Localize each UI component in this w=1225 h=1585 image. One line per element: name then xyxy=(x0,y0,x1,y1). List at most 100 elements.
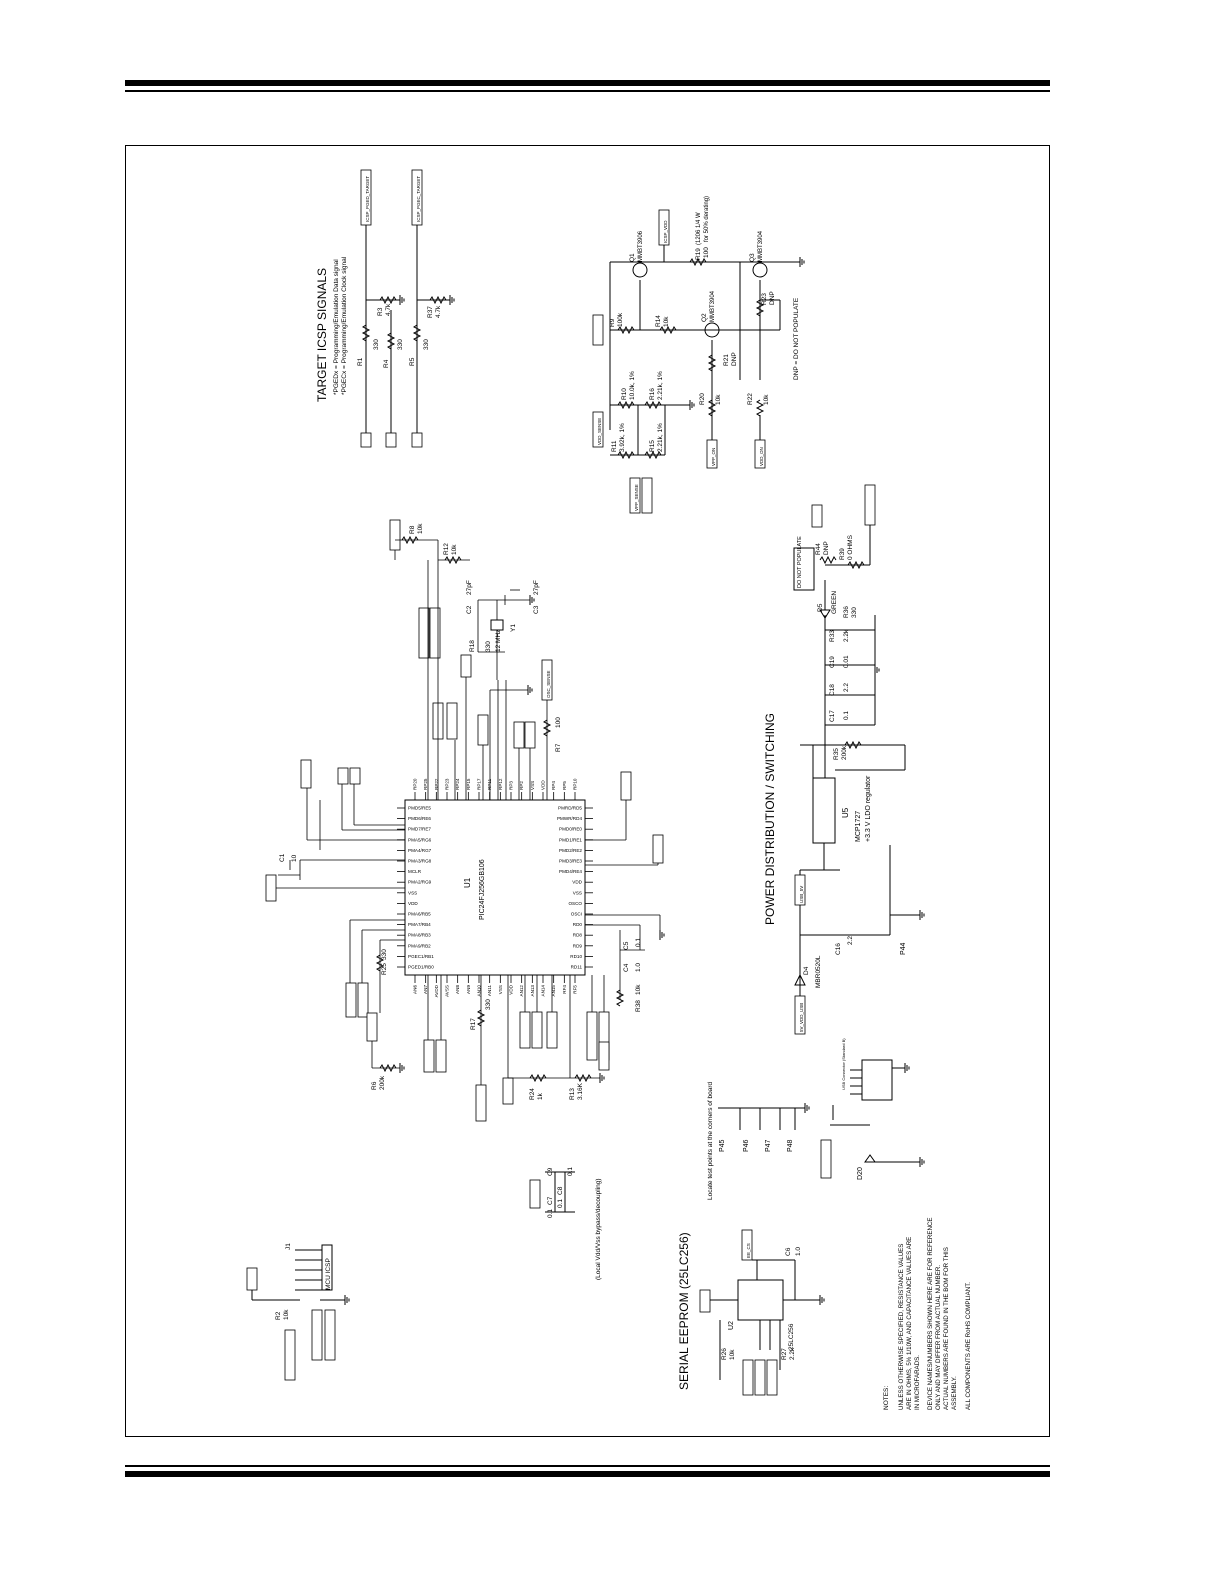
net-label-icsp-vdd: ICSP_VDD xyxy=(663,220,668,243)
u2-ref: U2 xyxy=(728,1321,735,1330)
mcu-pin-left: PGEC1/RB1 xyxy=(408,954,434,959)
r9-ref: R9 xyxy=(609,318,616,327)
icsp-note-clock: *PGECx = Programming/Emulation Clock sig… xyxy=(341,256,348,395)
mcu-pin-top: RP15 xyxy=(466,778,471,790)
net-flag-vpp-on-2 xyxy=(706,439,718,469)
mcu-pin-right: PMD2/RE2 xyxy=(559,848,582,853)
r39-ref: R39 xyxy=(839,548,846,560)
r12-ref: R12 xyxy=(443,543,450,555)
mcu-pin-top: RP2 xyxy=(519,781,524,790)
q2-val: MMBT3904 xyxy=(710,290,716,322)
mcu-pin-right: PMWR/RD4 xyxy=(557,816,582,821)
net-flag-vdd-on xyxy=(754,439,766,469)
power-section: POWER DISTRIBUTION / SWITCHING U5 MCP172… xyxy=(763,484,925,1035)
mcu-pin-bottom: RF5 xyxy=(573,985,578,994)
mcu-pin-right: PMD3/RE3 xyxy=(559,859,582,864)
d4-ref: D4 xyxy=(803,966,810,975)
mcu-pin-left: PMD6/RE6 xyxy=(408,816,431,821)
p44-label: P44 xyxy=(900,942,907,955)
notes-line3: IN MICROFARADS. xyxy=(914,1355,921,1410)
r2-ref: R2 xyxy=(275,1311,282,1320)
mcu-pin-right: RD0 xyxy=(573,922,583,927)
net-flag-usb-vdd-d20 xyxy=(820,1139,832,1179)
switching-section: ICSP_VDD Q1 MMBT3906 Q3 MMBT3904 Q2 MMBT… xyxy=(592,196,805,514)
net-flag-vdd-sense xyxy=(592,411,604,448)
r8-ref: R8 xyxy=(409,525,416,534)
net-flag-vdd-sense-2 xyxy=(641,477,653,514)
mcu-pin-top: RP24 xyxy=(455,778,460,790)
r15-ref: R15 xyxy=(649,440,656,452)
usb-note: USB Connector (Standard B) xyxy=(841,1038,846,1090)
q3-val: MMBT3904 xyxy=(758,230,764,262)
r11-ref: R11 xyxy=(611,440,618,452)
mcu-pin-left: PMA4/RG7 xyxy=(408,848,432,853)
c2-val: 27pF xyxy=(466,580,473,595)
r25-val: 330 xyxy=(381,949,388,960)
y1-val: 12 MHz xyxy=(495,630,502,652)
q1-val: MMBT3906 xyxy=(638,230,644,262)
r8-val: 10k xyxy=(417,523,424,534)
r33-ref: R33 xyxy=(829,630,836,642)
mcu-pin-top: RP23 xyxy=(445,778,450,790)
c19-val: 0.01 xyxy=(843,655,850,668)
r19-val: 100 xyxy=(703,247,710,258)
mcu-pin-top: RP20 xyxy=(413,778,418,790)
mcu-pin-bottom: AN6 xyxy=(413,985,418,994)
mcu-pin-group: PMD5/RE5PMD6/RE6PMD7/RE7PMA5/RG6PMA4/RG7… xyxy=(397,778,593,997)
net-flag-vpp-sense xyxy=(629,477,641,514)
c6-val: 1.0 xyxy=(795,1247,802,1256)
notes-line8: ALL COMPONENTS ARE RoHS COMPLIANT. xyxy=(965,1282,972,1410)
r27-val: 2.2k xyxy=(789,1347,796,1360)
r27-ref: R27 xyxy=(781,1348,788,1360)
c18-val: 2.2 xyxy=(843,683,850,692)
notes-line7: ASSEMBLY. xyxy=(951,1376,958,1410)
r1-val: 330 xyxy=(373,339,380,350)
mcu-pin-bottom: AN12 xyxy=(519,985,524,997)
r10-ref: R10 xyxy=(621,388,628,400)
p45-label: P45 xyxy=(719,1139,726,1152)
r3-val: 4.7k xyxy=(385,303,392,316)
r36-val: 330 xyxy=(851,607,858,618)
notes-line1: UNLESS OTHERWISE SPECIFIED, RESISTANCE V… xyxy=(898,1244,905,1410)
header-thick-rule xyxy=(125,80,1050,86)
mcu-part: PIC24FJ256GB106 xyxy=(479,859,486,920)
notes-line4: DEVICE NAMES/NUMBERS SHOWN HERE ARE FOR … xyxy=(927,1217,934,1410)
c16-ref: C16 xyxy=(835,943,842,955)
icsp-section: TARGET ICSP SIGNALS *PGEDx = Programming… xyxy=(315,169,455,448)
header-thin-rule xyxy=(125,90,1050,92)
power-title: POWER DISTRIBUTION / SWITCHING xyxy=(763,713,777,925)
r9-val: 100k xyxy=(617,312,624,327)
d4-val: MBR0520L xyxy=(815,955,822,988)
r10-val: 10.0k, 1% xyxy=(629,371,636,400)
r17-ref: R17 xyxy=(470,1018,477,1030)
r15-val: 2.21k, 1% xyxy=(657,423,664,452)
notes-line5: ONLY AND MAY DIFFER FROM ACTUAL NUMBER. xyxy=(935,1265,942,1410)
eeprom-u2 xyxy=(737,1279,784,1321)
r19-ref: R19 xyxy=(695,248,702,260)
mcu-pin-left: VSS xyxy=(408,890,417,895)
eeprom-section: SERIAL EEPROM (25LC256) U2 25LC256 EE_CS… xyxy=(677,1229,825,1396)
c4-ref: C4 xyxy=(623,963,630,972)
mcu-pin-bottom: AN11 xyxy=(487,985,492,997)
ldo-u5 xyxy=(812,777,836,844)
c9-val: 0.1 xyxy=(567,1167,574,1176)
notes-line2: ARE IN OHMS, 5% 1/10W, AND CAPACITANCE V… xyxy=(906,1237,913,1410)
usb-connector-j19 xyxy=(861,1059,893,1101)
mcu-pin-right: OSCI xyxy=(571,912,582,917)
mcu-pin-bottom: AVDD xyxy=(434,984,439,997)
icsp-note-data: *PGEDx = Programming/Emulation Data sign… xyxy=(333,259,340,395)
r36-ref: R36 xyxy=(843,606,850,618)
net-flag-vdd xyxy=(811,504,823,528)
c9-ref: C9 xyxy=(547,1167,554,1176)
net-flag-pgd xyxy=(360,432,372,448)
net-flag-vpp-on xyxy=(592,314,604,346)
c7-val: 0.1 xyxy=(547,1209,554,1218)
c2-ref: C2 xyxy=(466,605,473,614)
net-flag-usb5v xyxy=(794,874,806,906)
j1-connector-body xyxy=(321,1244,333,1291)
mcu-wires: R8 10k R12 10k R7 100 C2 27pF C3 27pF Y1… xyxy=(276,523,665,1100)
r44-val: DNP xyxy=(823,541,830,555)
d5-ref: D5 xyxy=(817,603,824,612)
mcu-pin-left: PMA7/RB4 xyxy=(408,922,431,927)
d5-val: GREEN xyxy=(831,591,838,614)
